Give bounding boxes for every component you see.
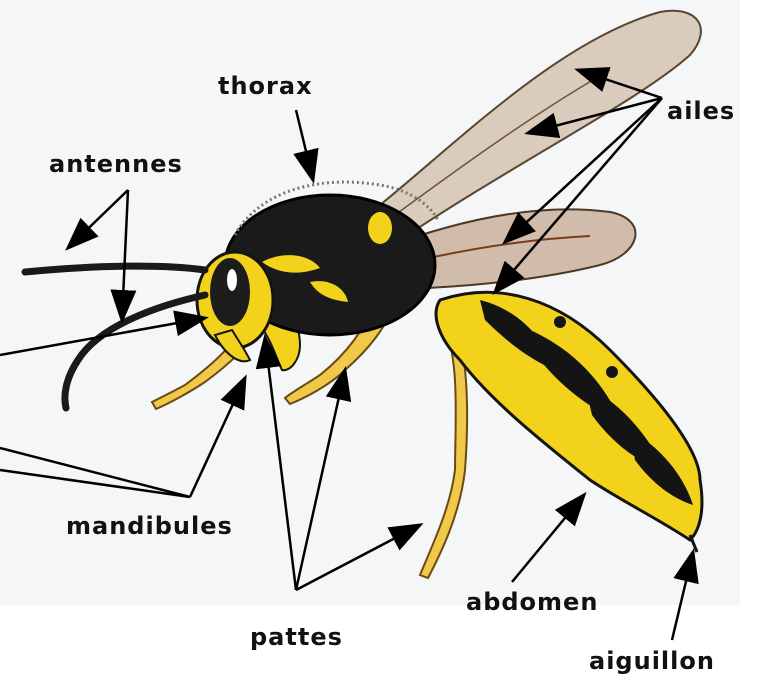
- compound-eye: [210, 258, 250, 326]
- pointer-pattes-3: [296, 525, 420, 590]
- label-aiguillon: aiguillon: [589, 649, 715, 673]
- label-antennes: antennes: [49, 152, 183, 176]
- pointer-abdomen: [512, 495, 584, 582]
- label-thorax: thorax: [218, 74, 313, 98]
- abdomen-spot-2: [606, 366, 618, 378]
- pointer-antennes-1: [68, 190, 128, 248]
- abdomen-body: [436, 292, 702, 540]
- pointer-mandibules-3: [0, 470, 190, 497]
- pointer-antennes-2: [122, 190, 128, 320]
- antenna-upper: [25, 266, 205, 272]
- abdomen-spot-1: [554, 316, 566, 328]
- label-pattes: pattes: [250, 625, 343, 649]
- pointer-pattes-2: [296, 370, 345, 590]
- pointer-mandibules-2: [0, 448, 190, 497]
- head-group: [197, 252, 273, 361]
- label-abdomen: abdomen: [466, 590, 598, 614]
- thorax-yellow-mark-3: [368, 212, 392, 244]
- pointer-thorax: [296, 110, 313, 180]
- label-ailes: ailes: [667, 99, 735, 123]
- leg-rear: [420, 325, 467, 578]
- label-mandibules: mandibules: [66, 514, 233, 538]
- pointer-pattes-1: [265, 338, 296, 590]
- pointer-mandibules-4: [190, 378, 245, 497]
- eye-highlight: [227, 269, 237, 291]
- pointer-mandibules-1: [0, 318, 205, 355]
- pointer-aiguillon: [672, 552, 693, 640]
